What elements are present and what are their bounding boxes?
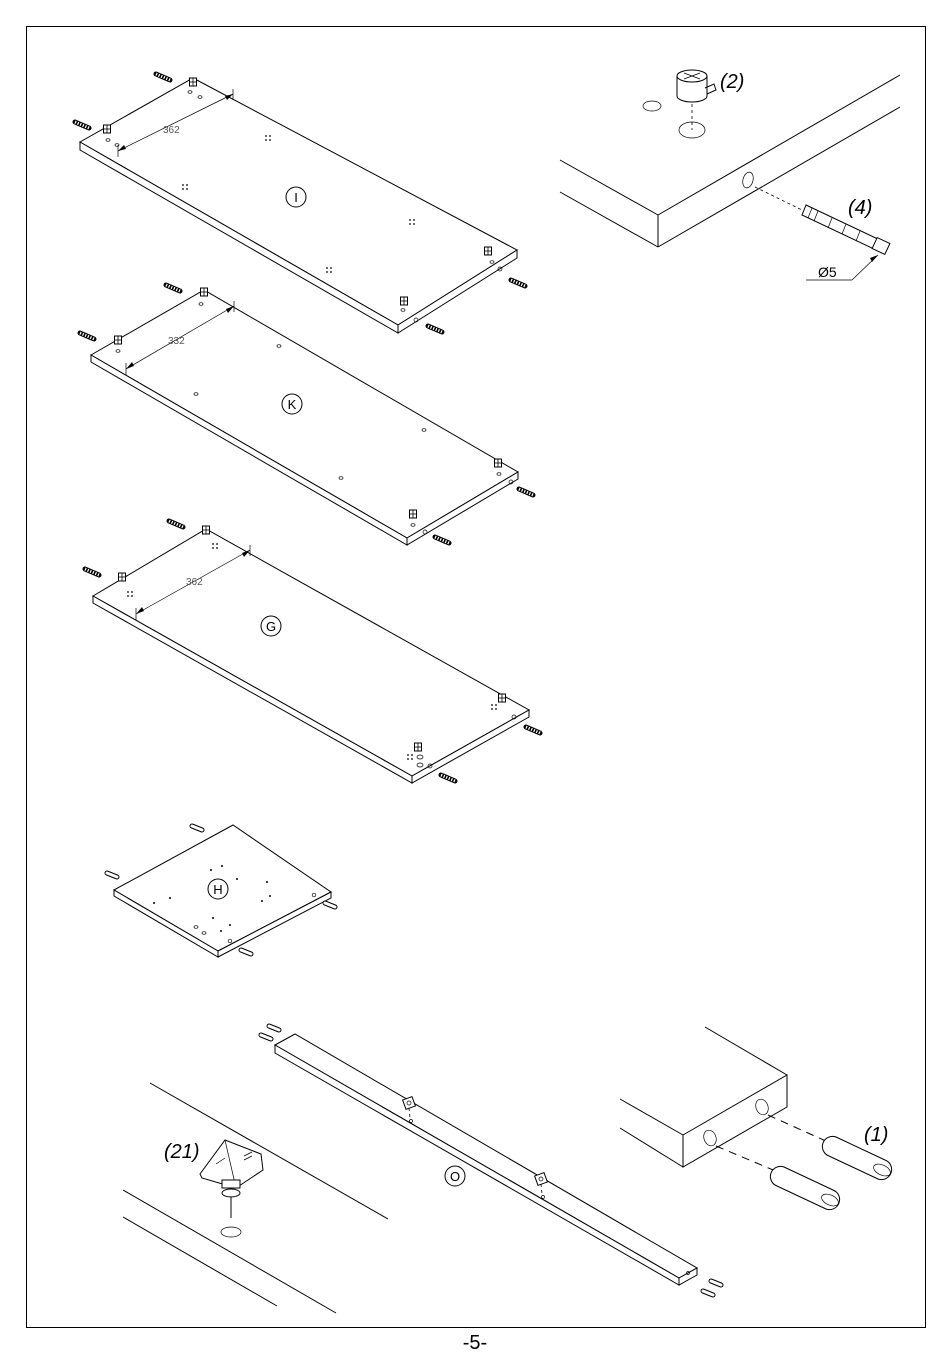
panel-i-dimension: 362 [163, 125, 180, 136]
panel-g-dimension: 362 [186, 577, 203, 588]
panel-k-drawing: 332 K [80, 285, 533, 545]
panel-o-label: O [450, 1169, 460, 1184]
page-number: -5- [0, 1332, 950, 1355]
dowel-label: (1) [864, 1124, 888, 1146]
panel-i-label: I [294, 190, 298, 205]
panel-i-drawing: 362 I [75, 74, 525, 333]
panel-g-label: G [266, 619, 276, 634]
panel-g-drawing: 362 G [85, 521, 540, 783]
leveler-foot-label: (21) [164, 1141, 200, 1163]
panel-k-dimension: 332 [168, 336, 185, 347]
panel-o-drawing: O [261, 1026, 721, 1295]
leveler-detail-drawing: (21) [123, 1083, 388, 1313]
panel-k-label: K [288, 397, 297, 412]
dowel-detail-drawing: (1) [620, 1027, 892, 1210]
cam-bolt-label: (4) [848, 197, 872, 219]
cam-lock-label: (2) [720, 71, 744, 93]
panel-h-label: H [213, 882, 222, 897]
cam-detail-drawing: Ø5 (2) (4) [560, 70, 900, 280]
cam-bolt-diameter: Ø5 [818, 264, 837, 280]
panel-h-drawing: H [107, 825, 335, 957]
